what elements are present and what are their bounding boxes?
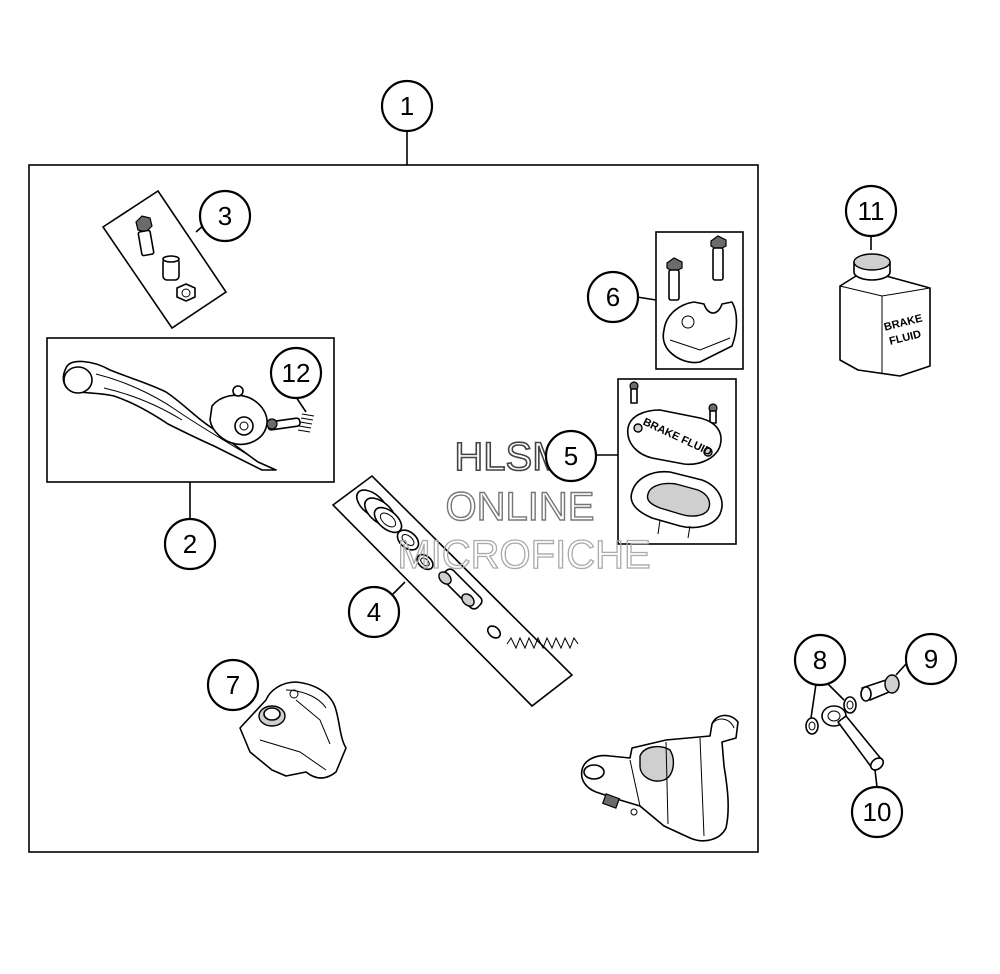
watermark: HLSM ONLINE MICROFICHE: [397, 434, 652, 577]
callout-11-label: 11: [858, 196, 885, 226]
callout-5: 5: [544, 429, 598, 483]
part-7-bracket: [239, 681, 347, 779]
callout-2: 2: [163, 517, 217, 571]
callout-2-label: 2: [183, 529, 197, 559]
callout-3-label: 3: [218, 201, 232, 231]
callout-5-label: 5: [564, 441, 578, 471]
callout-1-label: 1: [400, 91, 414, 121]
callout-7: 7: [206, 658, 260, 712]
part-4-piston-kit: [331, 474, 579, 708]
callout-1: 1: [380, 79, 434, 133]
part-12-spring: [295, 396, 315, 433]
callout-12: 12: [269, 346, 323, 400]
callout-4-label: 4: [367, 597, 381, 627]
callout-3: 3: [198, 189, 252, 243]
part-11-brake-fluid-bottle: BRAKE FLUID: [839, 236, 931, 377]
part-5-reservoir-cover: BRAKE FLUID: [595, 378, 737, 545]
part-6-clamp: [636, 231, 744, 370]
watermark-line3: MICROFICHE: [397, 533, 650, 577]
callout-9: 9: [904, 632, 958, 686]
callout-11: 11: [844, 184, 898, 238]
assembly-frame: [28, 164, 759, 853]
callout-6-label: 6: [606, 282, 620, 312]
callout-10: 10: [850, 785, 904, 839]
callout-7-label: 7: [226, 670, 240, 700]
part-8-9-10-banjo: [805, 663, 907, 788]
callout-8: 8: [793, 633, 847, 687]
master-cylinder-body: [580, 714, 739, 842]
callout-10-label: 10: [863, 797, 892, 827]
callout-6: 6: [586, 270, 640, 324]
watermark-line2: ONLINE: [446, 485, 595, 529]
callout-9-label: 9: [924, 644, 938, 674]
callout-4: 4: [347, 585, 401, 639]
part-3-bolt-set: [101, 189, 228, 330]
callout-12-label: 12: [282, 358, 311, 388]
callout-8-label: 8: [813, 645, 827, 675]
part-2-lever: [46, 337, 335, 520]
